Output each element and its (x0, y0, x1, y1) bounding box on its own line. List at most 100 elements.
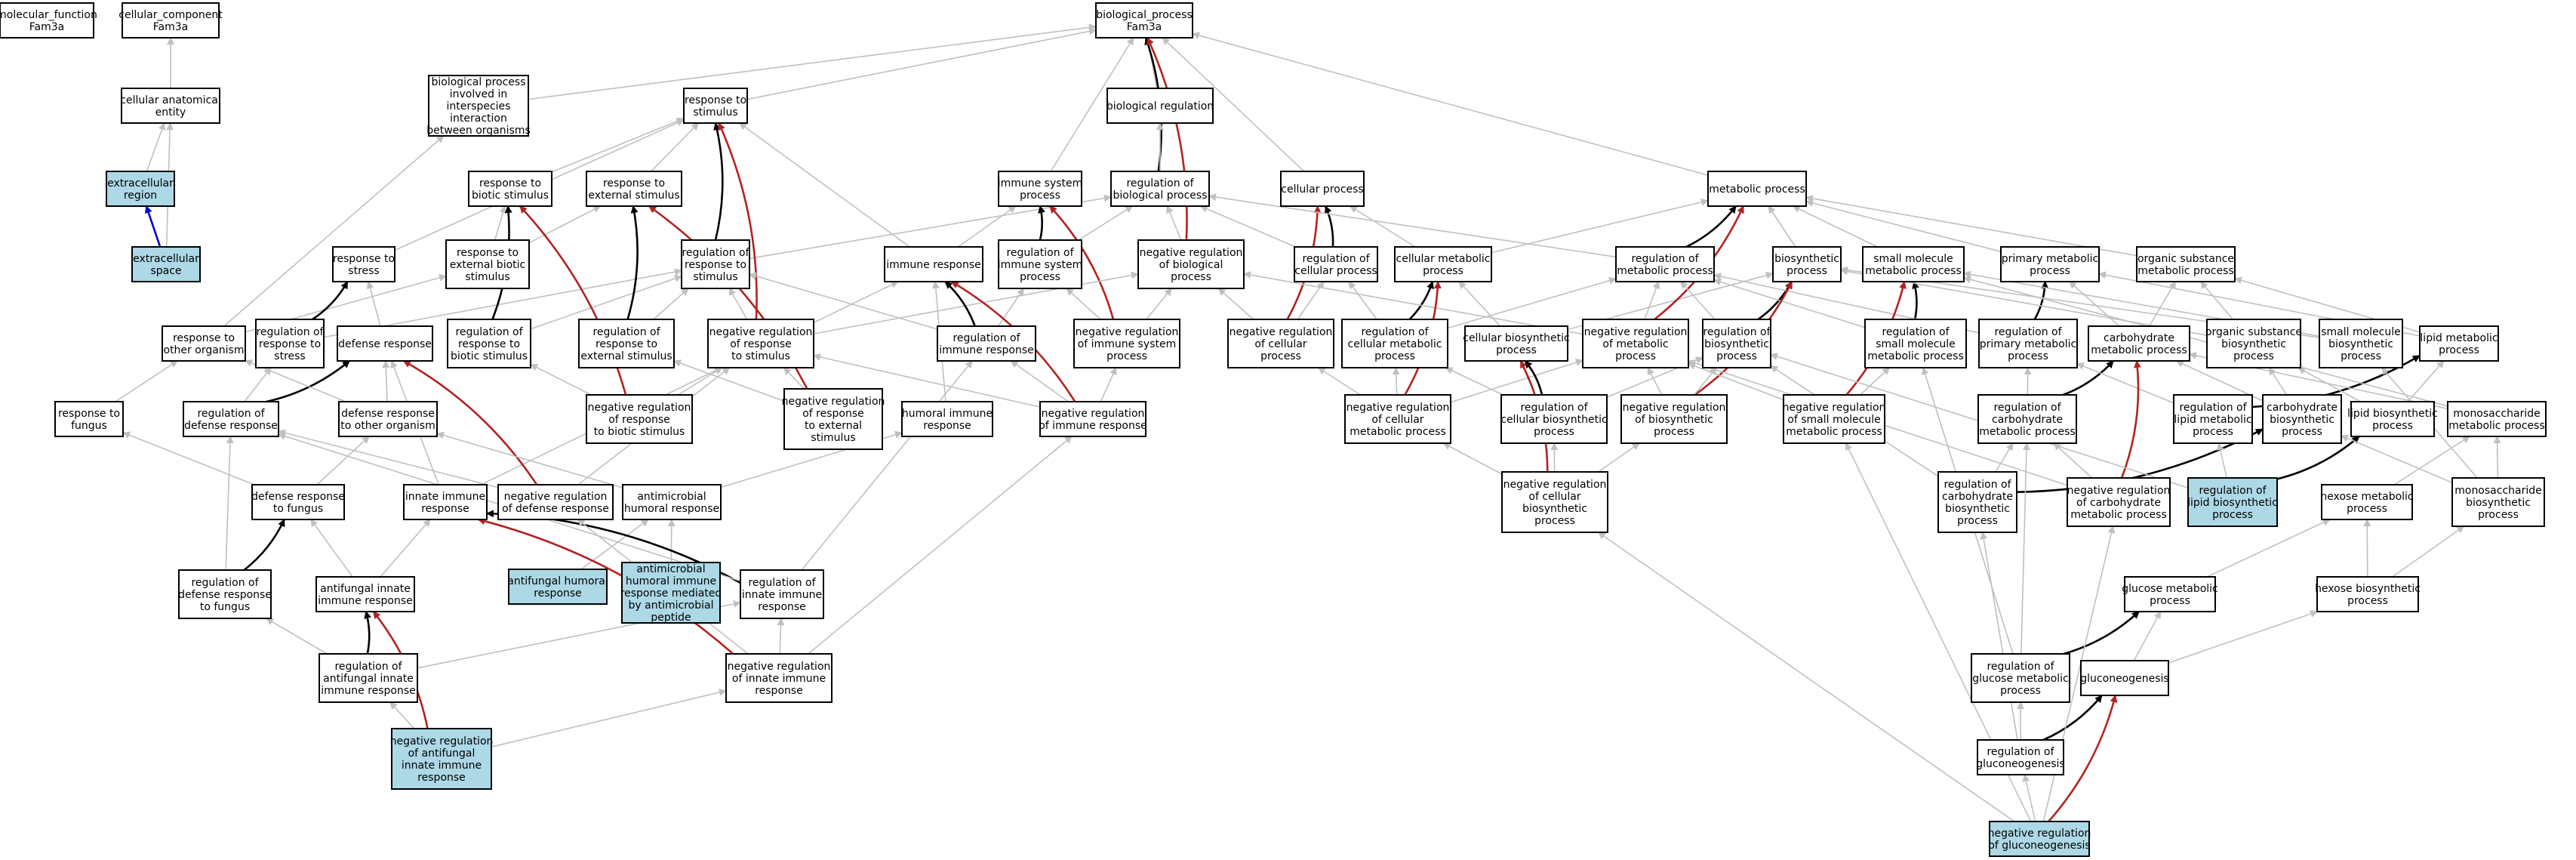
node-label-line: biological_process (1096, 9, 1193, 21)
node-label-line: fungus (71, 420, 107, 432)
go-term-node-biological-regulation[interactable]: biological regulation (1106, 88, 1214, 124)
node-box (162, 325, 246, 362)
node-label-line: process (1957, 515, 1998, 527)
go-term-node-immune-response[interactable]: immune response (884, 246, 983, 282)
node-label-line: cellular biosynthetic (1500, 414, 1607, 426)
edge-is-a-rchbp-to-rchmp (1995, 442, 2014, 473)
go-term-node-gluconeogenesis[interactable]: gluconeogenesis (2080, 660, 2169, 696)
node-box (1137, 239, 1245, 289)
go-term-node-defense-response[interactable]: defense response (337, 325, 433, 362)
go-term-node-metabolic-process[interactable]: metabolic process (1707, 171, 1807, 207)
go-term-node-cellular-process[interactable]: cellular process (1280, 171, 1365, 207)
node-label-line: defense response (338, 338, 432, 350)
go-term-node-regulation-of-carbohydrate-biosynthetic-process[interactable]: regulation ofcarbohydratebiosyntheticpro… (1937, 471, 2017, 533)
node-label-line: process (2150, 595, 2190, 607)
node-label-line: response to (259, 338, 321, 350)
edge-is-a-nrgng-to-nrcbp (1597, 532, 2015, 822)
node-box (2080, 660, 2169, 696)
edge-regulates-rlbp-to-lbp (2276, 436, 2360, 480)
